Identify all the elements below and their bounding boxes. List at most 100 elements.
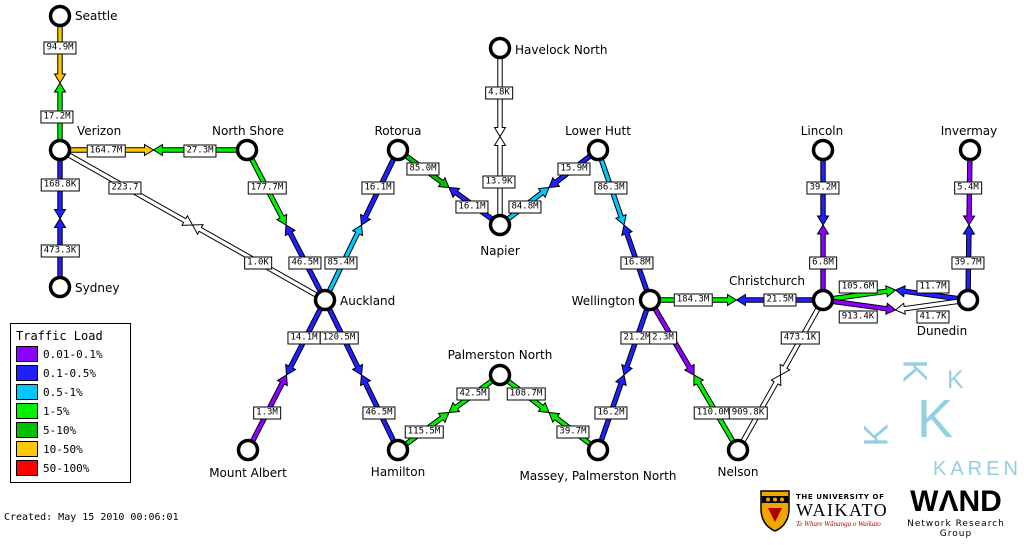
node-palmerston-north[interactable] [488,363,512,387]
legend-title: Traffic Load [16,329,103,343]
link-christchurch-dunedin-2-value[interactable]: 41.7K [916,310,950,324]
link-hamilton-palmerston-north-value[interactable]: 115.5M [404,425,444,439]
link-wellington-nelson-value[interactable]: 110.0M [693,406,733,420]
node-seattle[interactable] [48,4,72,28]
karen-k-glyph: K [895,359,934,383]
legend-swatch [16,403,38,419]
link-rotorua-napier-value[interactable]: 16.1M [455,200,489,214]
karen-k-glyph: K [917,389,954,449]
node-dunedin-label: Dunedin [915,324,969,338]
node-massey-label: Massey, Palmerston North [518,469,678,483]
node-lincoln[interactable] [811,138,835,162]
karen-wordmark: KAREN [933,458,1022,480]
node-invermay[interactable] [958,138,982,162]
node-wellington-label: Wellington [570,294,636,308]
link-havelock-north-napier-value[interactable]: 4.8K [485,86,513,100]
node-havelock-north-label: Havelock North [514,43,609,57]
waikato-logo: THE UNIVERSITY OF WAIKATO Te Whare Wānan… [760,490,888,532]
node-verizon-label: Verizon [76,124,123,138]
link-seattle-verizon-value[interactable]: 94.9M [43,41,77,55]
link-verizon-auckland-value[interactable]: 223.7 [108,181,142,195]
node-lower-hutt-label: Lower Hutt [564,124,632,138]
legend-entry-2: 0.5-1% [15,384,126,400]
node-napier[interactable] [488,213,512,237]
link-verizon-north-shore-value[interactable]: 27.3M [183,144,217,158]
link-lincoln-christchurch-value[interactable]: 39.2M [806,181,840,195]
link-invermay-dunedin-value[interactable]: 5.4M [954,181,982,195]
node-auckland[interactable] [313,288,337,312]
link-lower-hutt-napier-value[interactable]: 15.9M [557,162,591,176]
node-christchurch-label: Christchurch [728,274,806,288]
wand-subtitle: Network Research Group [907,519,1005,539]
link-rotorua-auckland-value[interactable]: 85.4M [324,256,358,270]
karen-k-glyph: K [857,423,896,447]
legend-swatch [16,365,38,381]
link-wellington-christchurch-value[interactable]: 184.3M [673,293,713,307]
node-wellington[interactable] [638,288,662,312]
link-lincoln-christchurch-value[interactable]: 6.8M [809,256,837,270]
node-napier-label: Napier [479,244,521,258]
link-auckland-hamilton-value[interactable]: 46.5M [362,406,396,420]
link-hamilton-palmerston-north-value[interactable]: 42.5M [456,387,490,401]
link-lower-hutt-wellington-value[interactable]: 16.8M [620,256,654,270]
link-verizon-north-shore-value[interactable]: 164.7M [86,144,126,158]
node-rotorua[interactable] [386,138,410,162]
link-verizon-sydney-value[interactable]: 168.8K [40,178,80,192]
node-nelson[interactable] [726,438,750,462]
link-wellington-massey-value[interactable]: 16.2M [594,406,628,420]
link-palmerston-north-massey-value[interactable]: 39.7M [556,425,590,439]
legend-swatch [16,460,38,476]
created-timestamp: Created: May 15 2010 00:06:01 [4,512,179,523]
node-verizon[interactable] [48,138,72,162]
legend-label: 10-50% [43,442,83,456]
node-hamilton[interactable] [386,438,410,462]
node-seattle-label: Seattle [74,9,119,23]
legend-label: 0.01-0.1% [43,347,103,361]
link-lower-hutt-napier-value[interactable]: 84.8M [508,200,542,214]
link-seattle-verizon-value[interactable]: 17.2M [40,110,74,124]
legend-entry-1: 0.1-0.5% [15,365,126,381]
legend-entry-6: 50-100% [15,460,126,476]
node-sydney[interactable] [48,275,72,299]
link-nelson-christchurch-value[interactable]: 473.1K [780,331,820,345]
node-north-shore[interactable] [235,138,259,162]
legend-entries: 0.01-0.1%0.1-0.5%0.5-1%1-5%5-10%10-50%50… [15,346,126,476]
waikato-wordmark: WAIKATO [796,500,889,520]
link-wellington-christchurch-value[interactable]: 21.5M [763,293,797,307]
link-auckland-mount-albert-value[interactable]: 14.1M [287,331,321,345]
link-lower-hutt-wellington-value[interactable]: 86.3M [594,181,628,195]
link-christchurch-dunedin-1-value[interactable]: 105.6M [838,280,878,294]
link-auckland-mount-albert-value[interactable]: 1.3M [253,406,281,420]
node-massey[interactable] [586,438,610,462]
link-christchurch-dunedin-2-value[interactable]: 913.4K [838,310,878,324]
node-rotorua-label: Rotorua [373,124,423,138]
node-dunedin[interactable] [956,288,980,312]
link-wellington-nelson-value[interactable]: 2.3M [649,331,677,345]
link-christchurch-dunedin-1-value[interactable]: 11.7M [916,280,950,294]
node-lower-hutt[interactable] [586,138,610,162]
legend-swatch [16,346,38,362]
link-rotorua-auckland-value[interactable]: 16.1M [361,181,395,195]
waikato-line1: THE UNIVERSITY OF [796,493,885,501]
link-invermay-dunedin-value[interactable]: 39.7M [951,256,985,270]
link-verizon-sydney-value[interactable]: 473.3K [40,244,80,258]
link-nelson-christchurch-value[interactable]: 909.8K [728,406,768,420]
link-north-shore-auckland-value[interactable]: 46.5M [288,256,322,270]
node-hamilton-label: Hamilton [369,465,427,479]
node-havelock-north[interactable] [488,36,512,60]
link-palmerston-north-massey-value[interactable]: 108.7M [506,387,546,401]
link-north-shore-auckland-value[interactable]: 177.7M [247,181,287,195]
node-christchurch[interactable] [811,288,835,312]
waikato-crest-icon [760,490,790,532]
node-north-shore-label: North Shore [211,124,285,138]
node-invermay-label: Invermay [939,124,999,138]
link-wellington-massey-value[interactable]: 21.2M [620,331,654,345]
link-rotorua-napier-value[interactable]: 85.0M [406,162,440,176]
link-auckland-hamilton-value[interactable]: 120.5M [319,331,359,345]
legend-label: 50-100% [43,461,90,475]
node-mount-albert[interactable] [236,438,260,462]
link-havelock-north-napier-value[interactable]: 13.9K [482,175,516,189]
link-verizon-auckland-value[interactable]: 1.0K [244,256,272,270]
